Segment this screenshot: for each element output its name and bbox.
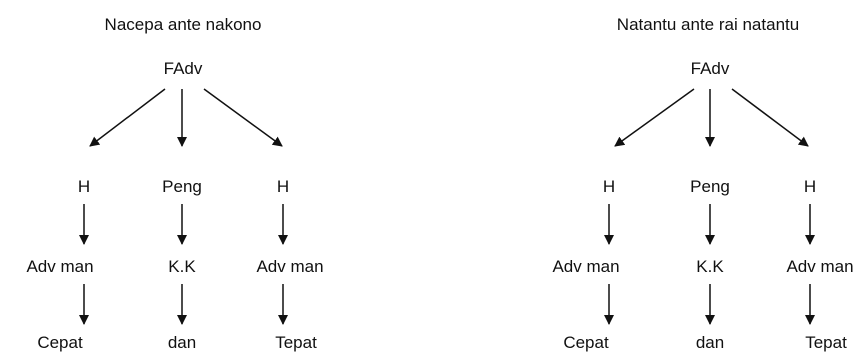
arrow-root-to-right: [731, 88, 809, 147]
word-node-1: Cepat: [37, 333, 83, 352]
word-node-3: Tepat: [805, 333, 847, 352]
category-node-1: Adv man: [26, 257, 94, 276]
category-node-2: K.K: [696, 257, 724, 276]
word-node-3: Tepat: [275, 333, 317, 352]
category-node-1: Adv man: [552, 257, 620, 276]
word-node-2: dan: [695, 333, 725, 352]
arrow-root-to-left: [89, 88, 166, 147]
word-node-1: Cepat: [563, 333, 609, 352]
arrow-root-to-left: [614, 88, 695, 147]
category-node-3: Adv man: [256, 257, 324, 276]
role-node-2: Peng: [690, 177, 730, 196]
category-node-2: K.K: [168, 257, 196, 276]
root-node: FAdv: [163, 59, 203, 78]
arrow-root-to-right: [203, 88, 283, 147]
diagram-title: Natantu ante rai natantu: [616, 15, 800, 34]
word-node-2: dan: [167, 333, 197, 352]
role-node-2: Peng: [162, 177, 202, 196]
category-node-3: Adv man: [786, 257, 854, 276]
role-node-3: H: [803, 177, 817, 196]
role-node-1: H: [602, 177, 616, 196]
role-node-3: H: [276, 177, 290, 196]
role-node-1: H: [77, 177, 91, 196]
diagram-title: Nacepa ante nakono: [104, 15, 262, 34]
root-node: FAdv: [690, 59, 730, 78]
